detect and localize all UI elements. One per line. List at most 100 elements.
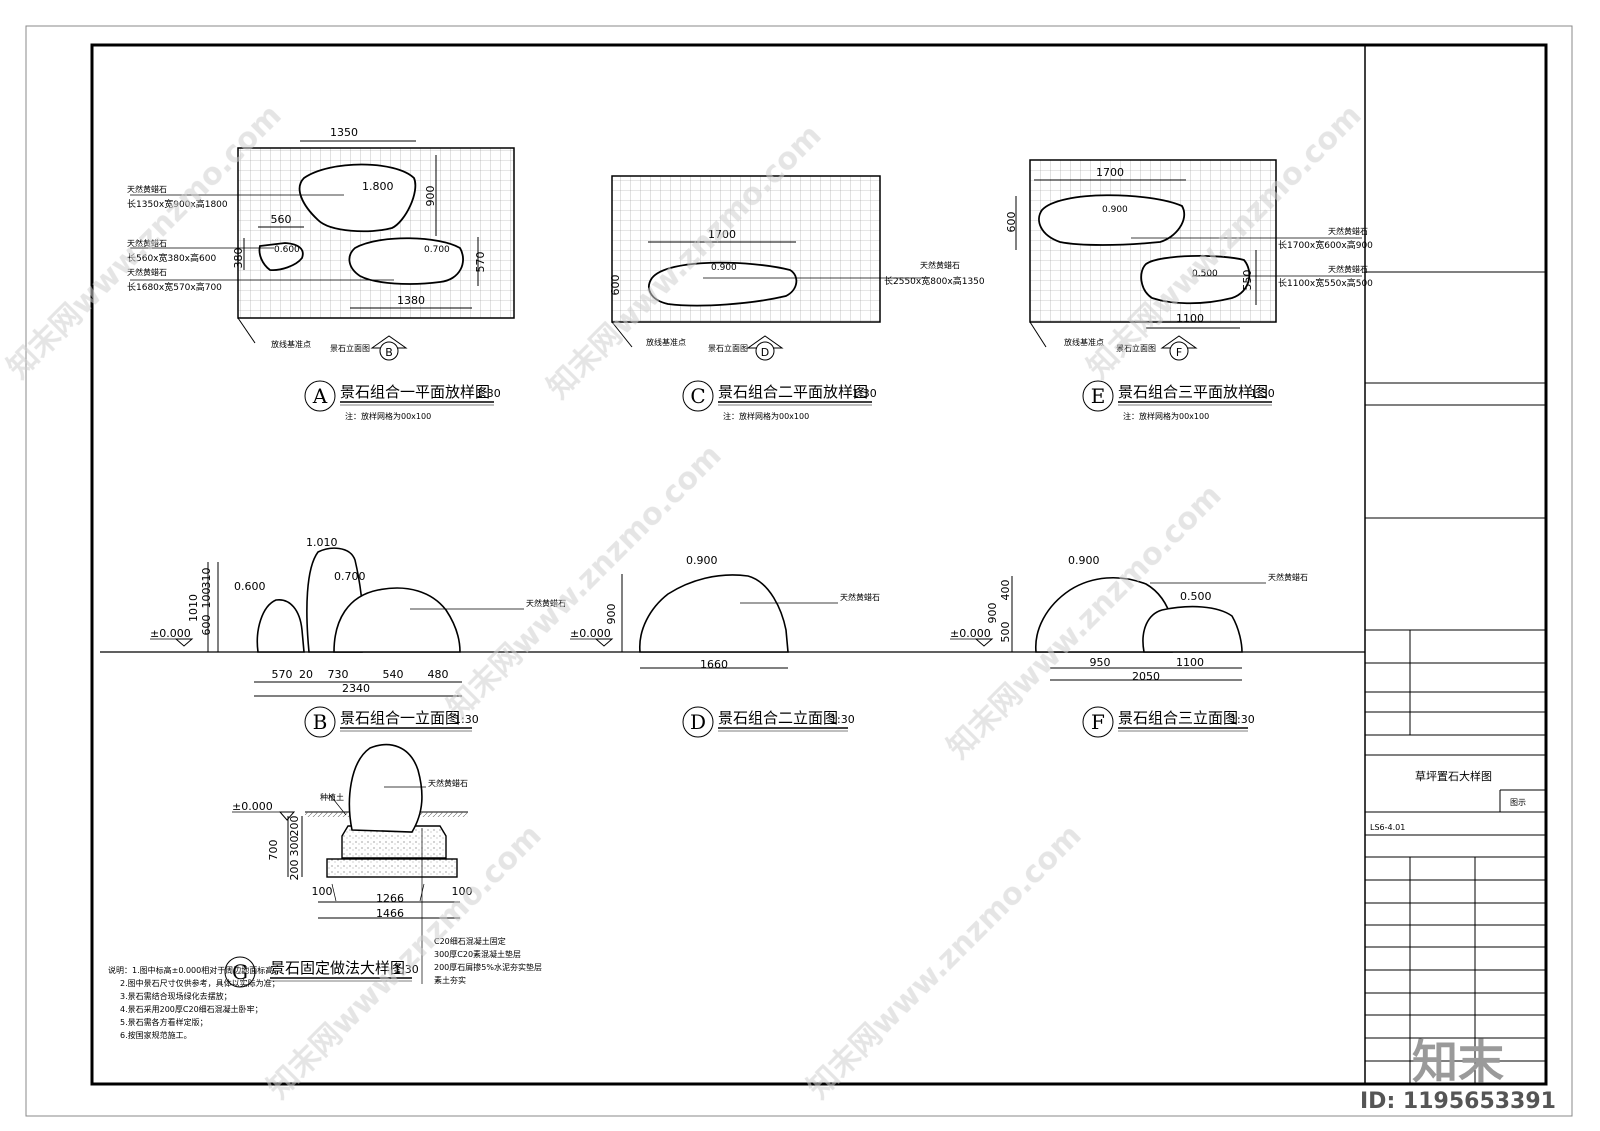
elevation-mark: 0.700	[334, 570, 366, 583]
elevation-title: 景石组合三立面图	[1118, 709, 1238, 727]
stone-name: 天然黄蜡石	[840, 592, 880, 602]
plan-title: 景石组合三平面放样图	[1118, 383, 1268, 401]
dim-label: 1100	[1176, 656, 1204, 669]
gravel-base	[326, 858, 458, 878]
section-letter: B	[385, 346, 393, 359]
elevation-f: ±0.000 0.900 0.500 900 400 500 950 1100 …	[950, 554, 1308, 738]
plan-scale: 1:30	[476, 387, 501, 400]
stone-size: 长2550x宽800x高1350	[884, 275, 985, 287]
reference-point: 放线基准点	[1064, 337, 1104, 347]
dim-label: 1466	[376, 907, 404, 920]
elevation-mark: 0.900	[1068, 554, 1100, 567]
elevation-b: ±0.000 1.010 0.600 0.700 1010 600 100 31…	[150, 536, 566, 738]
dim-label: 1660	[700, 658, 728, 671]
elevation-mark: 0.500	[1192, 269, 1218, 279]
dim-label: 1010	[187, 594, 200, 622]
elevation-mark: 0.600	[274, 245, 300, 255]
reference-point: 放线基准点	[646, 337, 686, 347]
drawing-title: 草坪置石大样图	[1415, 769, 1492, 783]
stone-name: 天然黄蜡石	[127, 267, 167, 277]
detail-letter: G	[232, 960, 248, 984]
dim-label: 100	[452, 885, 473, 898]
stone-elevation	[1035, 576, 1173, 653]
watermark-text: 知末网www.znzmo.com	[441, 438, 729, 726]
dim-label: 900	[424, 186, 437, 207]
dim-label: 600	[1005, 212, 1018, 233]
drawing-label: 图示	[1510, 798, 1526, 807]
ground-elevation: ±0.000	[950, 627, 991, 640]
layer-label: 素土夯实	[434, 975, 466, 985]
stone-detail	[348, 743, 423, 833]
dim-label: 700	[267, 840, 280, 861]
dim-label: 600	[609, 275, 622, 296]
elevation-mark: 0.900	[711, 263, 737, 273]
stone-elevation	[639, 574, 789, 653]
layer-label: C20细石混凝土固定	[434, 936, 506, 946]
elevation-d: ±0.000 0.900 900 1660 天然黄蜡石 D 景石组合二立面图 1…	[570, 554, 880, 738]
dim-label: 570	[272, 668, 293, 681]
reference-point: 放线基准点	[271, 339, 311, 349]
ground-elevation: ±0.000	[570, 627, 611, 640]
dim-label: 300	[288, 836, 301, 857]
elevation-letter: B	[313, 710, 328, 734]
plan-letter: A	[312, 384, 328, 408]
elevation-mark: 0.600	[234, 580, 266, 593]
outer-border	[25, 25, 1573, 1117]
dim-label: 900	[986, 603, 999, 624]
stone-size: 长1680x宽570x高700	[127, 281, 222, 293]
drawing-number: LS6-4.01	[1370, 823, 1405, 832]
section-letter: F	[1176, 346, 1182, 359]
elevation-letter: D	[690, 710, 706, 734]
stone-elevation	[333, 587, 461, 653]
elevation-scale: 1:30	[830, 713, 855, 726]
stone-name: 天然黄蜡石	[526, 598, 566, 608]
dim-label: 200	[288, 816, 301, 837]
stone-size: 长1700x宽600x高900	[1278, 239, 1373, 251]
note-line: 4.景石采用200厚C20细石混凝土卧牢；	[120, 1004, 263, 1014]
dim-label: 480	[428, 668, 449, 681]
dim-label: 1100	[1176, 312, 1204, 325]
stone-outline	[1140, 255, 1251, 305]
stone-name: 天然黄蜡石	[127, 184, 167, 194]
soil-label: 种植土	[320, 792, 344, 802]
plan-c: 1700 600 0.900 天然黄蜡石 长2550x宽800x高1350 放线…	[609, 175, 985, 421]
ground-elevation: ±0.000	[150, 627, 191, 640]
stone-name: 天然黄蜡石	[1328, 264, 1368, 274]
dim-label: 570	[474, 252, 487, 273]
elevation-ref-label: 景石立面图	[708, 343, 748, 353]
elevation-scale: 1:30	[454, 713, 479, 726]
general-notes: 说明：1.图中标高±0.000相对于周边地面标高； 2.图中景石尺寸仅供参考，具…	[108, 965, 281, 1040]
watermark-text: 知末网www.znzmo.com	[801, 818, 1089, 1106]
elevation-mark: 1.800	[362, 180, 394, 193]
plan-letter: E	[1091, 384, 1106, 408]
title-block: 草坪置石大样图 图示 LS6-4.01	[1364, 45, 1546, 1084]
elevation-ref-label: 景石立面图	[330, 343, 370, 353]
dim-label: 730	[328, 668, 349, 681]
note-line: 6.按国家规范施工。	[120, 1030, 192, 1040]
note-line: 3.景石需结合现场绿化去摆放；	[120, 991, 232, 1001]
dim-label: 400	[999, 580, 1012, 601]
stone-outline	[348, 237, 464, 285]
section-letter: D	[761, 346, 769, 359]
note-line: 说明：1.图中标高±0.000相对于周边地面标高；	[108, 965, 281, 975]
stone-name: 天然黄蜡石	[1268, 572, 1308, 582]
elevation-title: 景石组合一立面图	[340, 709, 460, 727]
dim-total: 2050	[1132, 670, 1160, 683]
concrete-footing	[341, 825, 447, 859]
dim-total: 2340	[342, 682, 370, 695]
drawing-frame	[90, 43, 1548, 1086]
layer-label: 300厚C20素混凝土垫层	[434, 949, 521, 959]
note-line: 5.景石需各方看样定版；	[120, 1017, 208, 1027]
stone-name: 天然黄蜡石	[127, 238, 167, 248]
elevation-mark: 0.500	[1180, 590, 1212, 603]
watermark-logo: 知末	[1412, 1035, 1504, 1089]
elevation-scale: 1:30	[1230, 713, 1255, 726]
elevation-letter: F	[1091, 710, 1105, 734]
dim-label: 600	[200, 615, 213, 636]
dim-label: 100	[312, 885, 333, 898]
stone-outline	[1038, 194, 1185, 246]
dim-label: 1700	[1096, 166, 1124, 179]
dim-label: 310	[200, 568, 213, 589]
plan-scale: 1:30	[1250, 387, 1275, 400]
